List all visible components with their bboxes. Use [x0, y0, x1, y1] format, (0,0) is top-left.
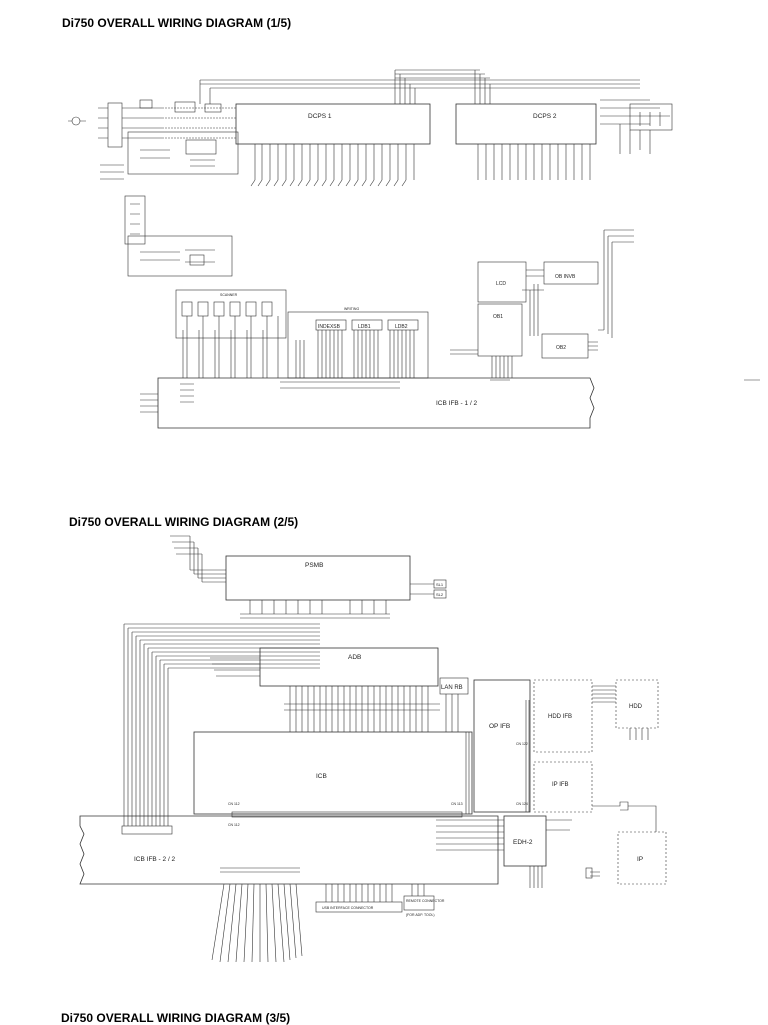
power-inlet-section: [68, 99, 239, 180]
label-ldb2: LDB2: [395, 324, 408, 330]
label-hdd: HDD: [629, 704, 643, 710]
label-remote-connector: REMOTE CONNECTOR: [406, 899, 445, 903]
remote-connector: [403, 895, 435, 911]
dcps1-board: [235, 103, 431, 145]
label-cn122: CN 122: [516, 742, 528, 746]
label-ip-ifb: IP IFB: [552, 782, 569, 788]
label-icb-ifb-2-2: ICB IFB - 2 / 2: [134, 856, 176, 863]
label-writing: WRITING: [344, 307, 359, 311]
label-indexsb: INDEXSB: [318, 324, 341, 330]
lcd-panel: [477, 261, 527, 303]
label-psmb: PSMB: [305, 562, 323, 569]
hdd-unit: [615, 679, 659, 729]
diagram-title-page-3: Di750 OVERALL WIRING DIAGRAM (3/5): [61, 1011, 291, 1025]
label-usb-interface-connector: USB INTERFACE CONNECTOR: [322, 906, 374, 910]
op-ifb-board: [473, 679, 531, 813]
label-ob2: OB2: [556, 345, 566, 351]
hdd-ifb-board: [533, 679, 593, 753]
diagram-title-page-1: Di750 OVERALL WIRING DIAGRAM (1/5): [62, 16, 292, 30]
label-hdd-ifb: HDD IFB: [548, 714, 572, 720]
label-ob1: OB1: [493, 314, 503, 320]
indexsb-board: [315, 319, 347, 331]
label-ip: IP: [637, 856, 643, 863]
ldb1-board: [351, 319, 383, 331]
diagram-title-page-2: Di750 OVERALL WIRING DIAGRAM (2/5): [69, 515, 299, 529]
dcps2-output-wires: [477, 144, 591, 180]
icb-ifb-1-2-board: [157, 377, 595, 429]
label-scanner: SCANNER: [220, 293, 238, 297]
ip-unit: [617, 831, 667, 885]
label-ldb1: LDB1: [358, 324, 371, 330]
label-adb: ADB: [348, 654, 361, 661]
lan-rb-board: [439, 677, 469, 695]
dcps1-output-wires: [250, 144, 415, 187]
label-cn124: CN 124: [516, 802, 528, 806]
icb-ifb-2-2-board: [79, 815, 499, 885]
left-harness: [123, 623, 320, 826]
label-dcps2: DCPS 2: [533, 113, 557, 120]
label-lcd: LCD: [496, 281, 506, 287]
ob1-board: [477, 303, 523, 357]
label-cn112-top: CN 112: [228, 802, 240, 806]
ob-invb-board: [543, 261, 599, 285]
ldb2-board: [387, 319, 419, 331]
label-ob-invb: OB INVB: [555, 274, 576, 280]
adb-board: [259, 647, 439, 687]
label-cn112-bottom: CN 112: [228, 823, 240, 827]
label-icb-ifb-1-2: ICB IFB - 1 / 2: [436, 400, 478, 407]
label-op-ifb: OP IFB: [489, 723, 510, 730]
usb-interface-connector: [315, 901, 403, 913]
label-remote-connector-note: (FOR ADP. TOOL): [406, 913, 435, 917]
dcps2-board: [455, 103, 597, 145]
psmb-board: [225, 555, 411, 601]
ip-ifb-board: [533, 761, 593, 813]
label-sl2: SL2: [436, 592, 444, 597]
label-edh2: EDH-2: [513, 839, 533, 846]
bottom-fanout-wires: [211, 883, 303, 963]
label-sl1: SL1: [436, 582, 444, 587]
label-icb: ICB: [316, 773, 327, 780]
edh2-board: [503, 815, 547, 867]
label-lan-rb: LAN RB: [441, 685, 463, 691]
label-cn113: CN 113: [451, 802, 463, 806]
label-dcps1: DCPS 1: [308, 113, 332, 120]
